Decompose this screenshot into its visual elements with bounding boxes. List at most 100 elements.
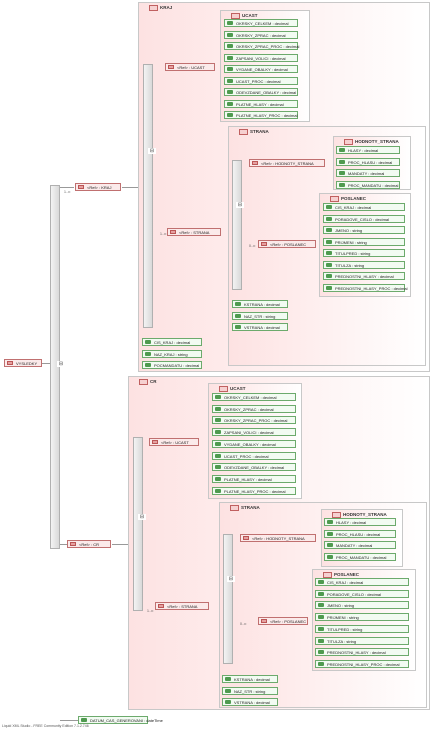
- attribute-item[interactable]: OKRSKY_ZPRAC : decimal: [212, 404, 296, 413]
- attribute-item[interactable]: JMENO : string: [315, 601, 409, 610]
- attribute-item[interactable]: PLATNE_HLASY_PROC : decimal: [224, 111, 298, 119]
- attribute-item[interactable]: KSTRANA : decimal: [222, 675, 278, 683]
- attribute-label: PRIJMENI : string: [335, 239, 367, 245]
- attribute-item[interactable]: MANDATY : decimal: [336, 169, 400, 177]
- attribute-item[interactable]: OKRSKY_CELKEM : decimal: [212, 393, 296, 401]
- attribute-item[interactable]: JMENO : string: [323, 226, 405, 234]
- attribute-item[interactable]: HLASY : decimal: [336, 146, 400, 154]
- element-icon: [158, 604, 164, 608]
- kraj-poslanec-ref[interactable]: <Ref> : POSLANEC: [258, 240, 316, 248]
- element-icon: [139, 379, 148, 385]
- attribute-item[interactable]: VYDANE_OBALKY : decimal: [224, 65, 298, 73]
- element-icon: [252, 161, 258, 165]
- attribute-item[interactable]: PREDNOSTNI_HLASY_PROC : decimal: [315, 659, 409, 668]
- attribute-icon: [327, 520, 333, 524]
- attribute-label: KSTRANA : decimal: [234, 677, 270, 682]
- attribute-label: CIS_KRAJ : decimal: [154, 340, 191, 345]
- attribute-item[interactable]: PRIJMENI : string: [323, 237, 405, 246]
- attribute-item[interactable]: POCMANDATU : decimal: [142, 361, 202, 369]
- attribute-item[interactable]: PLATNE_HLASY_PROC : decimal: [212, 486, 296, 495]
- attribute-label: OKRSKY_ZPRAC_PROC : decimal: [236, 44, 300, 49]
- attribute-item[interactable]: TITULPRED : string: [323, 249, 405, 257]
- attribute-icon: [145, 340, 151, 344]
- attribute-item[interactable]: VSTRANA : decimal: [222, 698, 278, 706]
- attribute-item[interactable]: ZAPSANI_VOLICI : decimal: [224, 53, 298, 62]
- attribute-label: PORADOVE_CISLO : decimal: [335, 216, 390, 222]
- attribute-item[interactable]: ODEVZDANE_OBALKY : decimal: [224, 88, 298, 96]
- attribute-item[interactable]: NAZ_STR : string: [232, 311, 288, 320]
- attribute-icon: [327, 543, 333, 547]
- attribute-label: OKRSKY_ZPRAC : decimal: [224, 406, 274, 412]
- attribute-item[interactable]: OKRSKY_CELKEM : decimal: [224, 19, 298, 27]
- attribute-item[interactable]: ZAPSANI_VOLICI : decimal: [212, 428, 296, 437]
- attribute-icon: [215, 453, 221, 458]
- attribute-item[interactable]: PLATNE_HLASY : decimal: [212, 474, 296, 483]
- attribute-item[interactable]: NAZ_KRAJ : string: [142, 349, 202, 358]
- attribute-item[interactable]: OKRSKY_ZPRAC : decimal: [224, 30, 298, 39]
- attribute-item[interactable]: CIS_KRAJ : decimal: [323, 203, 405, 211]
- cr-hodnoty-ref[interactable]: <Ref> : HODNOTY_STRANA: [240, 534, 316, 542]
- element-icon: [261, 619, 267, 623]
- kraj-hodnoty-ref[interactable]: <Ref> : HODNOTY_STRANA: [249, 159, 325, 167]
- attribute-item[interactable]: TITULZA : string: [315, 636, 409, 645]
- multiplicity: 0..∞: [249, 244, 256, 248]
- attribute-item[interactable]: VYDANE_OBALKY : decimal: [212, 439, 296, 448]
- attribute-item[interactable]: PROC_MANDATU : decimal: [336, 180, 400, 189]
- attribute-label: NAZ_KRAJ : string: [154, 351, 188, 357]
- attribute-item[interactable]: UCAST_PROC : decimal: [212, 451, 296, 460]
- attribute-item[interactable]: VSTRANA : decimal: [232, 323, 288, 331]
- kraj-strana-ref[interactable]: <Ref> : STRANA: [167, 228, 221, 236]
- group-title: UCAST: [231, 13, 258, 19]
- attribute-item[interactable]: CIS_KRAJ : decimal: [315, 578, 409, 586]
- attribute-icon: [326, 274, 332, 278]
- attribute-icon: [145, 363, 151, 367]
- attribute-icon: [326, 228, 332, 232]
- attribute-icon: [145, 351, 151, 356]
- kraj-ucast-ref[interactable]: <Ref> : UCAST: [165, 63, 215, 71]
- attribute-item[interactable]: PROC_MANDATU : decimal: [324, 552, 396, 561]
- attribute-label: TITULZA : string: [327, 638, 357, 644]
- attribute-item[interactable]: TITULZA : string: [323, 260, 405, 269]
- attribute-item[interactable]: PORADOVE_CISLO : decimal: [315, 589, 409, 598]
- element-icon: [78, 185, 84, 189]
- datum-attribute[interactable]: DATUM_CAS_GENEROVANI : dateTime: [78, 716, 163, 724]
- cr-strana-ref[interactable]: <Ref> : STRANA: [155, 602, 209, 610]
- attribute-item[interactable]: PREDNOSTNI_HLASY_PROC : decimal: [323, 283, 407, 292]
- multiplicity: 0..∞: [240, 622, 247, 626]
- attribute-item[interactable]: ODEVZDANE_OBALKY : decimal: [212, 463, 296, 472]
- attribute-label: NAZ_STR : string: [234, 688, 266, 694]
- attribute-item[interactable]: CIS_KRAJ : decimal: [142, 338, 202, 346]
- attribute-label: ODEVZDANE_OBALKY : decimal: [236, 90, 297, 95]
- attribute-icon: [227, 67, 233, 71]
- attribute-item[interactable]: PORADOVE_CISLO : decimal: [323, 214, 405, 223]
- sequence-icon: ⊟: [236, 202, 244, 208]
- attribute-item[interactable]: PREDNOSTNI_HLASY : decimal: [315, 648, 409, 657]
- attribute-icon: [318, 603, 324, 608]
- attribute-item[interactable]: OKRSKY_ZPRAC_PROC : decimal: [212, 416, 296, 425]
- attribute-icon: [318, 638, 324, 643]
- attribute-item[interactable]: MANDATY : decimal: [324, 541, 396, 549]
- attribute-item[interactable]: PROC_HLASU : decimal: [336, 157, 400, 166]
- attribute-icon: [227, 90, 233, 94]
- vysledky-element[interactable]: VYSLEDKY: [4, 359, 42, 367]
- attribute-icon: [227, 32, 233, 37]
- attribute-item[interactable]: UCAST_PROC : decimal: [224, 76, 298, 85]
- attribute-item[interactable]: NAZ_STR : string: [222, 686, 278, 695]
- attribute-item[interactable]: OKRSKY_ZPRAC_PROC : decimal: [224, 42, 300, 50]
- kraj-ref[interactable]: <Ref> : KRAJ: [75, 183, 121, 191]
- attribute-item[interactable]: PRIJMENI : string: [315, 613, 409, 622]
- cr-poslanec-ref[interactable]: <Ref> : POSLANEC: [258, 617, 308, 625]
- attribute-label: TITULPRED : string: [327, 626, 363, 632]
- attribute-label: VYDANE_OBALKY : decimal: [236, 67, 288, 72]
- kraj-sequence: [143, 64, 153, 328]
- attribute-item[interactable]: PLATNE_HLASY : decimal: [224, 99, 298, 108]
- attribute-item[interactable]: HLASY : decimal: [324, 518, 396, 526]
- attribute-item[interactable]: PROC_HLASU : decimal: [324, 529, 396, 538]
- attribute-label: PREDNOSTNI_HLASY : decimal: [335, 274, 394, 279]
- attribute-item[interactable]: TITULPRED : string: [315, 624, 409, 633]
- cr-ref[interactable]: <Ref> : CR: [67, 540, 111, 548]
- attribute-item[interactable]: KSTRANA : decimal: [232, 300, 288, 308]
- attribute-item[interactable]: PREDNOSTNI_HLASY : decimal: [323, 272, 405, 280]
- attribute-label: MANDATY : decimal: [348, 171, 385, 176]
- cr-ucast-ref[interactable]: <Ref> : UCAST: [149, 438, 199, 446]
